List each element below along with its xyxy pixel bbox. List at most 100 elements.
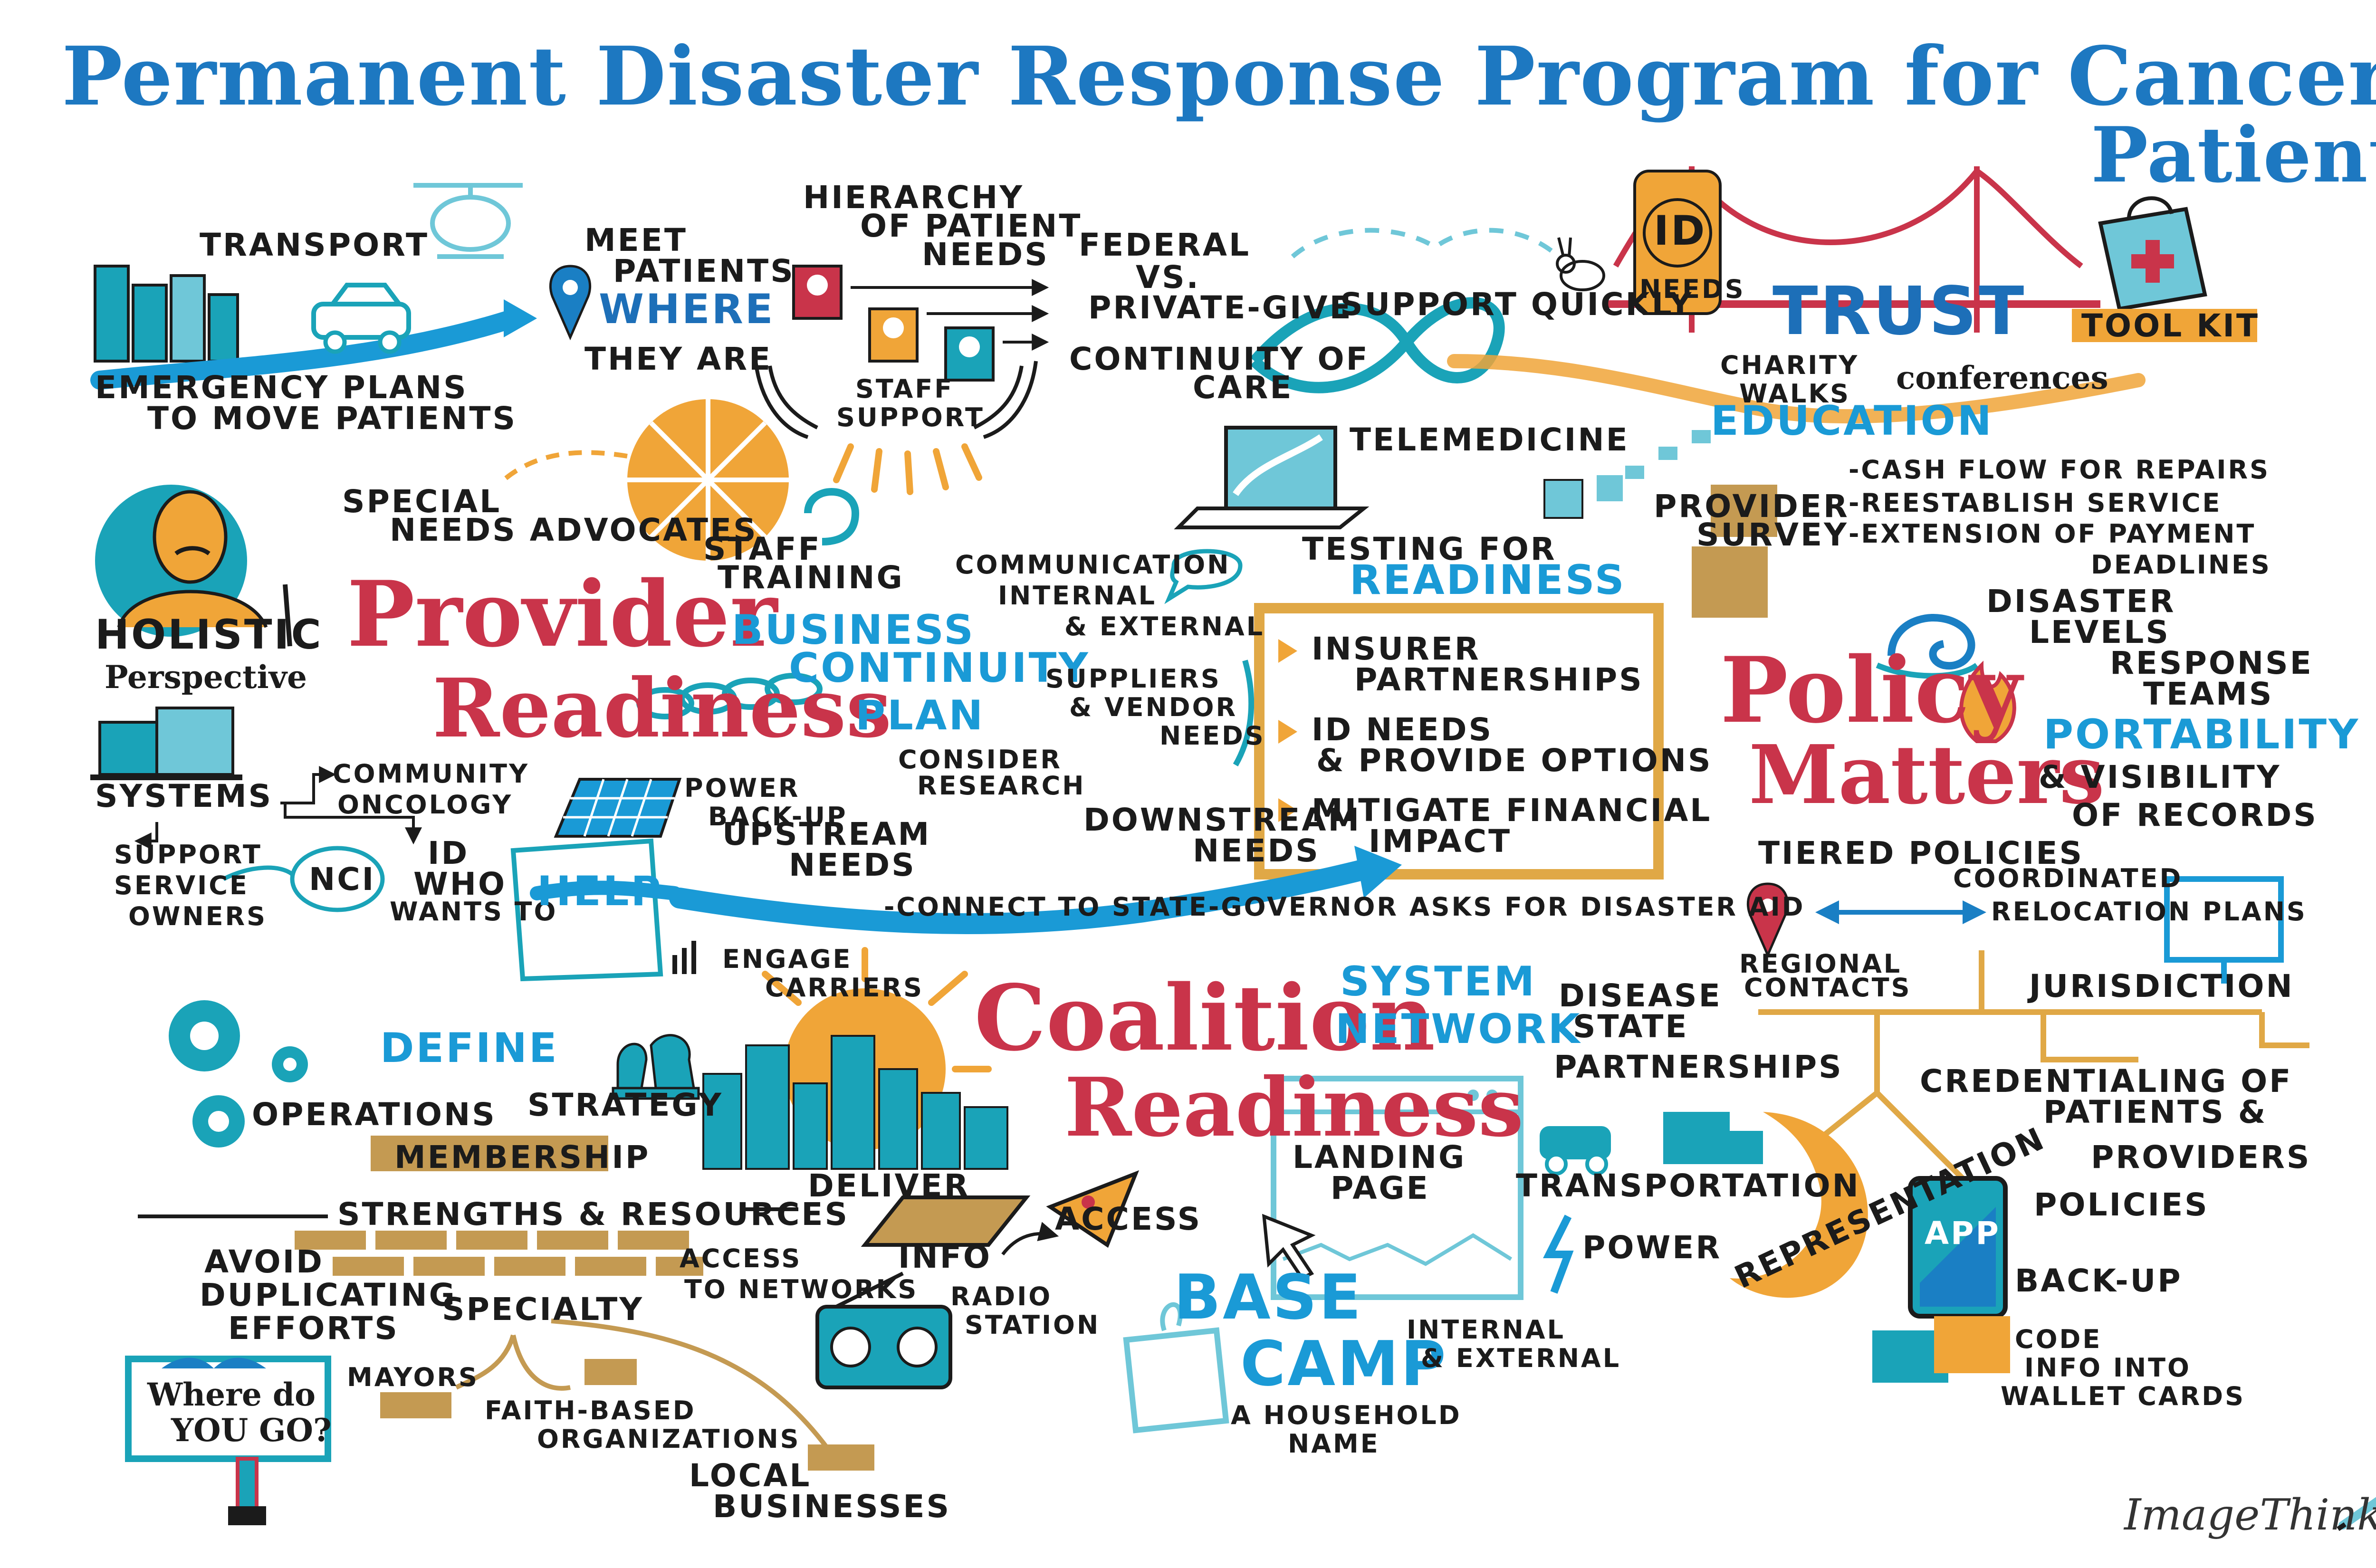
community-label: COMMUNITY [333,759,530,789]
sunburst-rays-icon [833,443,982,495]
faith-label-2: ORGANIZATIONS [537,1424,801,1454]
browser-window-icon [1271,1076,1523,1300]
phone-app-icon [1908,1176,2008,1319]
fire-icon [1959,660,2016,743]
connect-state-label: -CONNECT to STATE-GOVERNOR asks for DISA… [884,892,1805,922]
rabbit-icon [1556,237,1605,291]
code-label-3: WALLET CARDS [2001,1381,2245,1411]
coalition-title: Coalition [974,965,1436,1071]
staff-training-label: STAFF [703,531,822,567]
readiness-label: READINESS [1350,556,1626,604]
consider-label: CONSIDER [898,745,1063,774]
id-who-label-2: WHO [413,866,507,902]
tiered-policies-label: TIERED POLICIES [1758,835,2084,871]
household-label: A HOUSEHOLD [1231,1400,1462,1430]
chess-pieces-icon [612,1034,700,1100]
wallet-cards-icon [1872,1316,2010,1383]
gear-icon [169,1000,308,1147]
monitor-icon [2164,876,2284,984]
response-teams-label-2: TEAMS [2143,676,2274,712]
landing-label-2: PAGE [1331,1170,1430,1206]
strengths-label: STRENGTHS & RESOURCES [337,1196,850,1233]
staff-training-label-2: TRAINING [718,559,904,596]
radio-label-2: STATION [965,1310,1101,1340]
carriers-label: CARRIERS [765,973,924,1003]
mayors-label: MAYORS [347,1362,479,1392]
provider-readiness-title: Provider [347,561,778,667]
define-label: DEFINE [380,1024,559,1072]
communication-label-3: & EXTERNAL [1064,612,1265,641]
survey-item-2: -REESTABLISH SERVICE [1849,488,2222,518]
info-label: INFO [898,1239,992,1275]
id-who-label: ID [428,835,469,871]
federal-label-3: PRIVATE-GIVE [1088,289,1353,326]
upstream-label-2: NEEDS [789,847,916,883]
where-go-label-2: YOU GO? [171,1412,332,1449]
transportation-label: TRANSPORTATION [1516,1167,1860,1204]
communication-label-2: INTERNAL [998,581,1157,611]
federal-label: FEDERAL [1079,227,1251,263]
coalition-title-2: Readiness [1064,1060,1524,1155]
survey-clipboard-icon [1692,485,1777,618]
household-label-2: NAME [1288,1429,1380,1459]
backup-label: BACK-UP [2015,1262,2183,1299]
faith-label: FAITH-BASED [485,1396,696,1425]
id-who-label-3: WANTS to [390,897,558,927]
access-networks-label: ACCESS [680,1243,802,1273]
support-service-label: SUPPORT [114,840,262,870]
engage-label: ENGAGE [722,944,853,974]
membership-label: MEMBERSHIP [394,1139,651,1176]
skyline-sun-icon [702,947,1008,1170]
staff-support-label-2: SUPPORT [836,402,985,432]
membership-bar [371,1136,608,1171]
disaster-levels-label-2: LEVELS [2029,614,2170,650]
location-pin-icon [1746,882,1789,958]
credentialing-label-3: PROVIDERS [2091,1139,2311,1176]
they-are-label: THEY ARE [584,341,773,377]
power-backup-label-2: BACK-UP [708,802,848,832]
avoid-label: AVOID [204,1243,324,1280]
continuity-care-label: CONTINUITY of [1069,341,1370,377]
perspective-label: Perspective [105,659,307,696]
charity-label-2: WALKS [1739,379,1851,409]
charity-label: CHARITY [1720,350,1859,380]
meet-label: MEET [584,222,688,258]
systems-label: SYSTEMS [95,778,273,814]
visibility-label: & VISIBILITY [2039,759,2281,795]
disaster-levels-label: DISASTER [1986,583,2176,620]
oncology-label: ONCOLOGY [337,790,513,820]
code-label: CODE [2015,1324,2102,1354]
provide-options-label: & PROVIDE OPTIONS [1316,742,1713,779]
coordinated-label: COORDINATED [1953,863,2183,893]
support-quickly-label: SUPPORT QUICKLY [1340,286,1694,323]
testing-label: TESTING for [1302,531,1557,567]
specialty-tree [455,1319,834,1455]
internal-external-label-2: & EXTERNAL [1421,1343,1621,1373]
system-label: SYSTEM [1340,958,1537,1005]
contacts-label: CONTACTS [1744,973,1912,1003]
transport-arrow-icon [90,309,523,390]
continuity-label: CONTINUITY [789,644,1090,692]
patient-card-icons [792,265,995,382]
nci-label: NCI [309,861,376,898]
insurer-box-frame [1254,603,1664,880]
crescent-icon [1730,1112,1868,1298]
base-label: BASE [1174,1261,1363,1333]
special-needs-label: SPECIAL [342,483,502,520]
upstream-label: UPSTREAM [722,816,931,852]
helicopter-icon [413,183,523,259]
hierarchy-label-3: NEEDS [922,236,1049,273]
policy-title: Policy [1720,637,2022,743]
radio-icon [815,1272,952,1389]
id-badge-label: ID [1654,207,1707,255]
cursor-icon [1262,1214,1316,1281]
signature: ImageThink [2124,1490,2376,1540]
avoid-label-3: EFFORTS [228,1310,399,1347]
support-hands-icon [754,361,1038,439]
survey-item-3: -EXTENSION of PAYMENT [1849,519,2256,549]
trust-label: TRUST [1772,273,2026,350]
specialty-label: SPECIALTY [442,1291,644,1328]
app-label: APP [1925,1215,2001,1252]
support-service-label-3: OWNERS [128,901,268,931]
radio-label: RADIO [950,1281,1053,1311]
